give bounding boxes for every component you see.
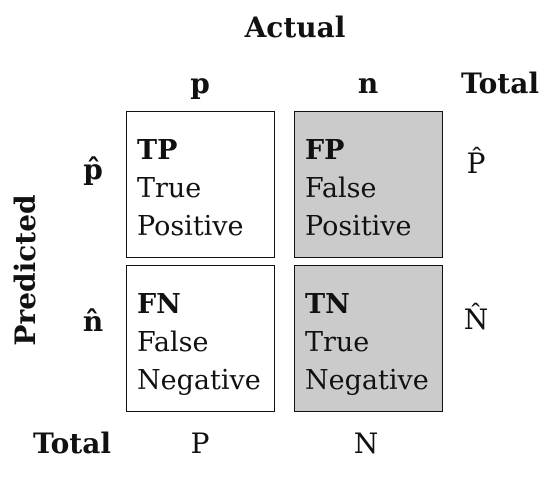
row-label-n-hat: n̂ xyxy=(82,305,104,338)
cell-false-positive: FP False Positive xyxy=(294,111,443,258)
cell-line: Positive xyxy=(305,211,412,242)
row-total-p-hat: P̂ xyxy=(466,147,486,180)
actual-heading: Actual xyxy=(244,11,346,44)
cell-line: Negative xyxy=(137,365,261,396)
cell-true-positive: TP True Positive xyxy=(126,111,275,258)
column-label-total: Total xyxy=(460,67,539,100)
row-total-n-hat: N̂ xyxy=(463,303,489,336)
cell-line: Positive xyxy=(137,211,244,242)
row-label-p-hat: p̂ xyxy=(83,153,103,186)
cell-abbr: TP xyxy=(137,135,178,166)
row-label-total: Total xyxy=(32,427,111,460)
cell-line: True xyxy=(137,173,202,204)
column-label-p: p xyxy=(190,67,210,100)
cell-abbr: FP xyxy=(305,135,345,166)
cell-line: Negative xyxy=(305,365,429,396)
cell-line: False xyxy=(137,327,209,358)
cell-abbr: FN xyxy=(137,289,181,320)
column-total-n: N xyxy=(353,427,379,460)
column-total-p: P xyxy=(190,427,210,460)
cell-line: True xyxy=(305,327,370,358)
cell-true-negative: TN True Negative xyxy=(294,265,443,412)
cell-false-negative: FN False Negative xyxy=(126,265,275,412)
column-label-n: n xyxy=(357,67,379,100)
cell-abbr: TN xyxy=(305,289,350,320)
cell-line: False xyxy=(305,173,377,204)
predicted-heading: Predicted xyxy=(9,194,42,346)
